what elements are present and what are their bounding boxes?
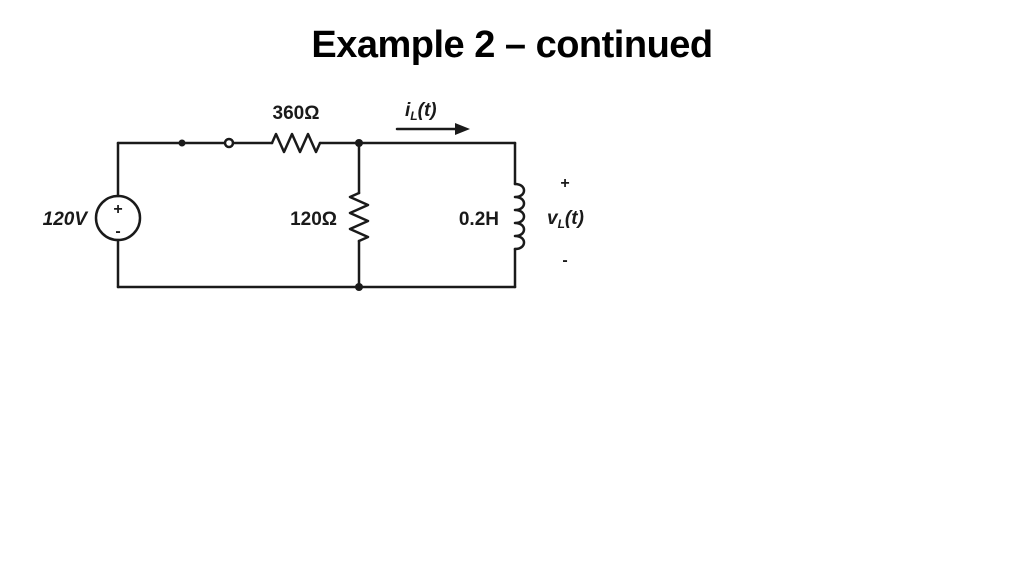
inductor	[513, 182, 526, 251]
source-minus-sign: -	[115, 223, 120, 240]
source-label: 120V	[43, 209, 89, 230]
voltage-label: vL(t)	[547, 208, 584, 231]
bottom-node	[355, 283, 363, 291]
voltage-source	[94, 194, 142, 242]
current-arrow-head	[455, 123, 470, 135]
series-resistor	[270, 132, 322, 154]
slide-title: Example 2 – continued	[311, 24, 713, 66]
voltage-plus-sign: +	[560, 175, 569, 192]
source-plus-sign: +	[113, 201, 122, 218]
shunt-resistor	[348, 191, 370, 243]
inductor-label: 0.2H	[459, 209, 499, 230]
series-resistor-label: 360Ω	[273, 103, 320, 124]
shunt-resistor-label: 120Ω	[290, 209, 337, 230]
voltage-minus-sign: -	[562, 252, 567, 269]
current-label: iL(t)	[405, 100, 437, 123]
